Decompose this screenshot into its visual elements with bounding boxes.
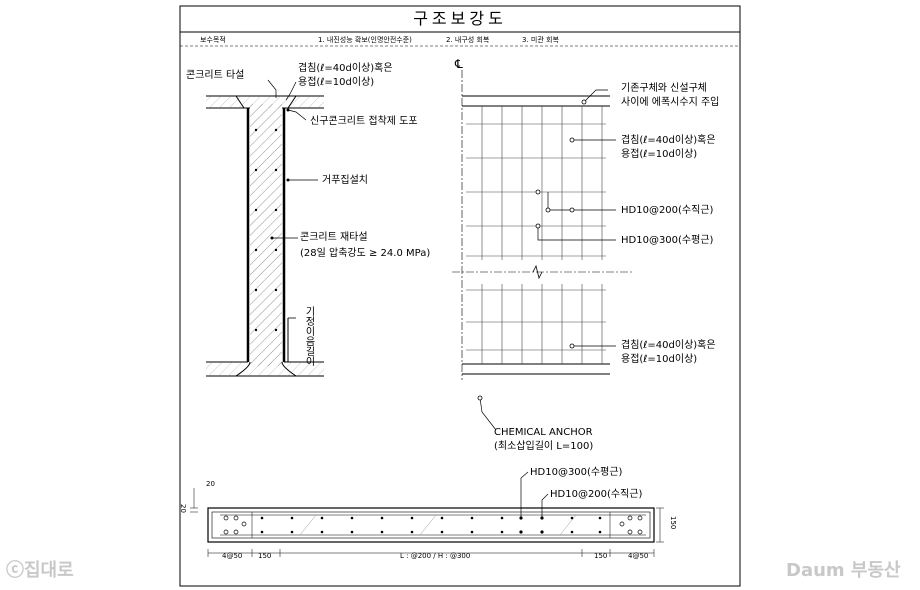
purpose-item-2: 2. 내구성 회복 (446, 36, 490, 44)
label-adhesive: 신구콘크리트 접착제 도포 (310, 116, 418, 127)
wall-hatch (250, 104, 282, 366)
label-epoxy-line1: 기존구체와 신설구체 (621, 83, 707, 94)
label-vertical-bar: HD10@200(수직근) (621, 205, 714, 216)
label-lap-top-line1: 겹침(ℓ=40d이상)혹은 (621, 135, 716, 146)
label-lap-splice-line2: 용접(ℓ=10d이상) (298, 77, 375, 88)
centerline-symbol: ℄ (455, 57, 463, 71)
sheet-border (179, 5, 741, 587)
label-plan-horizontal-bar: HD10@300(수평근) (530, 467, 623, 478)
dim-150-right-bottom: 150 (594, 552, 608, 560)
section-rebar-dots (254, 128, 278, 332)
section-view (206, 79, 324, 377)
label-lap-bottom-line1: 겹침(ℓ=40d이상)혹은 (621, 340, 716, 351)
label-lap-top-line2: 용접(ℓ=10d이상) (621, 149, 698, 160)
drawing-title: 구조보강도 (413, 9, 507, 28)
label-formwork: 거푸집설치 (322, 175, 368, 186)
dim-20-side: 20 (179, 504, 187, 513)
label-concrete-pour: 콘크리트 타설 (186, 70, 245, 81)
label-chemical-anchor-line2: (최소삽입길이 L=100) (494, 441, 594, 452)
watermark-left: ⓒ집대로 (6, 560, 74, 581)
plan-view (190, 471, 664, 557)
label-splice-length-vertical: 기정이음길이 (303, 306, 314, 366)
dim-150-left: 150 (258, 552, 272, 560)
dim-150-right: 150 (669, 516, 677, 530)
dim-4at50-right: 4@50 (628, 552, 649, 560)
label-recast-line1: 콘크리트 재타설 (300, 232, 368, 243)
watermark-right: Daum 부동산 (786, 560, 901, 581)
purpose-label: 보수목적 (200, 36, 226, 44)
elevation-grid (466, 106, 606, 364)
label-plan-vertical-bar: HD10@200(수직근) (550, 489, 643, 500)
label-horizontal-bar: HD10@300(수평근) (621, 235, 714, 246)
label-lap-bottom-line2: 용접(ℓ=10d이상) (621, 354, 698, 365)
label-lap-splice-line1: 겹침(ℓ=40d이상)혹은 (298, 63, 393, 74)
label-chemical-anchor-line1: CHEMICAL ANCHOR (494, 427, 593, 438)
plan-rebar-dots (260, 516, 602, 534)
label-recast-line2: (28일 압축강도 ≥ 24.0 MPa) (300, 248, 431, 259)
dim-center-spacing: L : @200 / H : @300 (400, 552, 471, 560)
label-epoxy-line2: 사이에 에폭시수지 주입 (621, 97, 720, 108)
purpose-item-1: 1. 내진성능 확보(인명안전수준) (318, 36, 412, 44)
dim-4at50-left: 4@50 (222, 552, 243, 560)
dim-20-top: 20 (206, 480, 215, 488)
purpose-item-3: 3. 미관 회복 (522, 36, 559, 44)
elevation-view (452, 70, 632, 431)
